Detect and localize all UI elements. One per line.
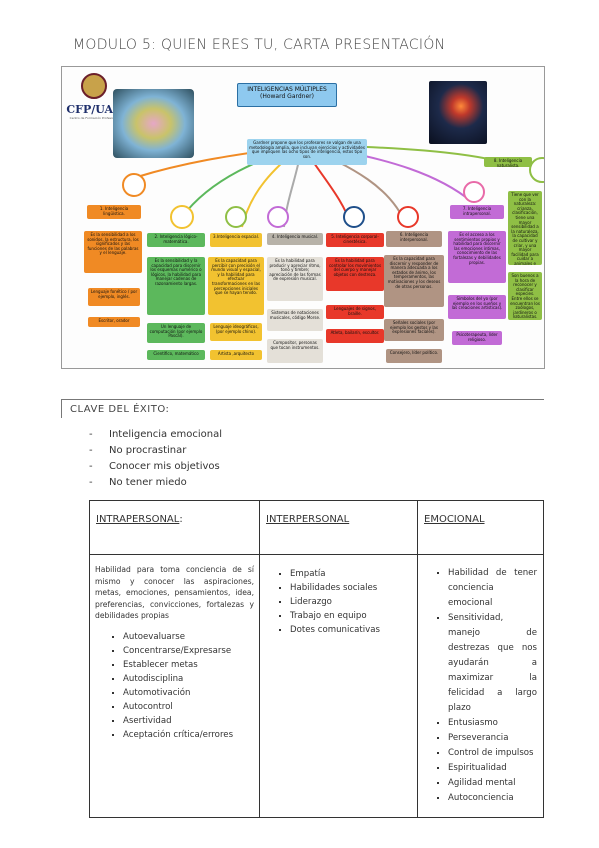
node-8-title: 8. Inteligencia naturalista. [484,157,532,167]
intrapersonal-cell: Habilidad para toma conciencia de sí mis… [89,554,260,818]
node-4-person: Compositor, personas que tocan instrumen… [267,339,323,363]
list-item: Liderazgo [290,595,409,609]
mind-map-image: CFP/UAX Centro de Formación Profesional … [61,66,545,369]
cfp-uax-logo: CFP/UAX Centro de Formación Profesional [66,73,122,133]
header-label: INTERPERSONAL [266,514,350,525]
list-item: Conocer mis objetivos [89,459,222,475]
central-node: INTELIGENCIAS MÚLTIPLES (Howard Gardner) [237,83,337,107]
node-2-title: 2. Inteligencia lógico-matemática. [147,233,205,247]
node-8-desc: Tiene que ver con la naturaleza: crianza… [508,191,542,265]
header-label: INTRAPERSONAL [96,514,180,525]
node-5-title: 5. Inteligencia corporal-cinestésica. [326,233,384,247]
list-item: Trabajo en equipo [290,609,409,623]
list-item: Inteligencia emocional [89,427,222,443]
node-5-desc: Es la habilidad para controlar los movim… [326,257,384,291]
emocional-cell: Habilidad de tener conciencia emocional … [417,554,544,818]
header-emocional: EMOCIONAL [417,500,544,555]
university-seal-icon [81,73,107,99]
list-item: Dotes comunicativas [290,623,409,637]
node-6-example: Señales sociales (por ejemplo los gestos… [384,319,444,341]
brain-illustration [113,89,194,158]
header-interpersonal: INTERPERSONAL [259,500,418,555]
list-item: Concentrarse/Expresarse [123,644,254,658]
node-6-person: Consejero, líder político. [386,349,442,363]
node-4-desc: Es la habilidad para producir y apreciar… [267,257,323,301]
intro-node: Gardner propone que los profesores se va… [247,139,367,165]
node-3-example: Lenguaje ideográficos, (por ejemplo chin… [210,323,262,341]
node-1-example: Lenguaje fonético / por ejemplo, inglés. [88,288,140,306]
node-4-title: 4. Inteligencia musical. [267,233,323,245]
node-6-title: 6. Inteligencia interpersonal. [386,231,442,247]
header-suffix: : [179,514,183,525]
node-3-title: 3.Inteligencia espacial. [210,233,262,247]
node-5-example: Lenguajes de signos, braille. [326,305,384,319]
list-item: Autoevaluarse [123,630,254,644]
interpersonal-cell: Empatía Habilidades sociales Liderazgo T… [259,554,418,818]
emocional-list: Habilidad de tener conciencia emocional … [424,566,537,806]
list-item: Asertividad [123,714,254,728]
logo-subtitle: Centro de Formación Profesional [69,116,119,120]
node-2-desc: Es la sensibilidad y la capacidad para d… [147,257,205,315]
list-item: Automotivación [123,686,254,700]
logo-text: CFP/UAX [66,103,122,116]
node-2-example: Un lenguaje de computación (por ejemplo … [147,323,205,343]
node-3-desc: Es la capacidad para percibir con precis… [208,257,264,315]
list-item: Autodisciplina [123,672,254,686]
clave-list: Inteligencia emocional No procrastinar C… [89,427,222,491]
node-5-person: Atleta, bailarín, escultor. [326,329,384,343]
node-7-desc: Es el acceso a los sentimientos propios … [448,231,506,283]
node-7-example: Símbolos del yo (por ejemplo en los sueñ… [448,295,506,319]
list-item: Habilidades sociales [290,581,409,595]
list-item: Habilidad de tener conciencia emocional [448,566,537,611]
node-1-desc: Es la sensibilidad a los sonidos, la est… [84,231,142,273]
list-item: Control de impulsos [448,746,537,761]
node-6-desc: Es la capacidad para discernir y respond… [384,255,444,307]
list-item: Sensitividad, manejo de destrezas que no… [448,611,537,716]
intrapersonal-list: Autoevaluarse Concentrarse/Expresarse Es… [95,630,254,742]
list-item: Establecer metas [123,658,254,672]
node-1-person: Escritor, orador [88,317,140,327]
node-7-person: Psicoterapeuta, líder religioso. [452,331,502,345]
node-8-example: Son buenos a la hora de reconocer y clas… [508,272,542,320]
intelligence-table: INTRAPERSONAL: INTERPERSONAL EMOCIONAL H… [89,500,544,818]
interpersonal-list: Empatía Habilidades sociales Liderazgo T… [268,567,409,637]
list-item: No tener miedo [89,475,222,491]
node-3-person: Artista ,arquitecto [210,350,262,360]
list-item: Empatía [290,567,409,581]
list-item: Agilidad mental [448,776,537,791]
page-title: MODULO 5: QUIEN ERES TU, CARTA PRESENTAC… [73,37,446,53]
list-item: Entusiasmo [448,716,537,731]
list-item: Perseverancia [448,731,537,746]
header-intrapersonal: INTRAPERSONAL: [89,500,260,555]
intrapersonal-description: Habilidad para toma conciencia de sí mis… [95,565,254,620]
list-item: Autocontrol [123,700,254,714]
node-7-title: 7. Inteligencia intrapersonal. [450,205,504,219]
node-2-person: Científico, matemático [147,350,205,360]
list-item: No procrastinar [89,443,222,459]
node-4-example: Sistemas de notaciones musicales, código… [267,309,323,331]
list-item: Espiritualidad [448,761,537,776]
list-item: Autoconciencia [448,791,537,806]
head-brain-illustration [429,81,487,144]
header-label: EMOCIONAL [424,514,485,525]
clave-heading: CLAVE DEL ÉXITO: [70,404,170,415]
list-item: Aceptación crítica/errores [123,728,254,742]
node-1-title: 1. Inteligencia lingüística. [87,205,141,219]
clave-header-box: CLAVE DEL ÉXITO: [61,399,544,418]
